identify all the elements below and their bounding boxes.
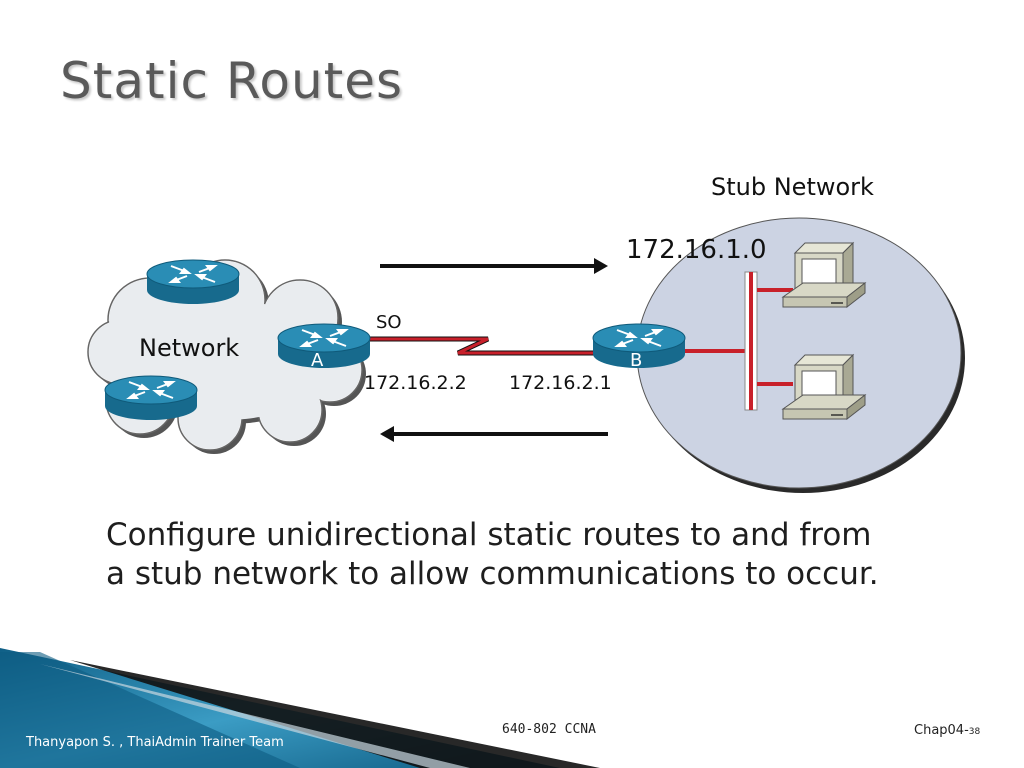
footer-page-info: Chap04-38 xyxy=(914,723,980,738)
router-a-label: A xyxy=(311,350,324,371)
chapter-label: Chap04- xyxy=(914,723,969,738)
serial-interface-label: SO xyxy=(376,312,402,333)
router-b-label: B xyxy=(630,350,642,371)
router-icon xyxy=(146,259,240,305)
slide-title: Static Routes xyxy=(60,52,404,110)
router-a-icon xyxy=(277,323,371,369)
arrow-from-stub xyxy=(380,426,608,442)
stub-network-label: Stub Network xyxy=(711,173,874,201)
workstation-icon xyxy=(782,242,866,308)
footer-author: Thanyapon S. , ThaiAdmin Trainer Team xyxy=(26,735,284,750)
link-address-b: 172.16.2.1 xyxy=(509,372,612,394)
arrow-to-stub xyxy=(380,258,608,274)
network-label: Network xyxy=(139,334,239,362)
serial-link xyxy=(368,336,598,356)
page-number: 38 xyxy=(968,727,981,737)
stub-address-label: 172.16.1.0 xyxy=(626,235,767,265)
stub-lan-lines xyxy=(680,271,793,411)
link-address-a: 172.16.2.2 xyxy=(364,372,467,394)
workstation-icon xyxy=(782,354,866,420)
slide-body: Configure unidirectional static routes t… xyxy=(106,516,879,594)
footer-course: 640-802 CCNA xyxy=(502,722,596,737)
router-icon xyxy=(104,375,198,421)
body-line: a stub network to allow communications t… xyxy=(106,556,879,592)
footer-decoration xyxy=(0,648,600,768)
body-line: Configure unidirectional static routes t… xyxy=(106,517,872,553)
